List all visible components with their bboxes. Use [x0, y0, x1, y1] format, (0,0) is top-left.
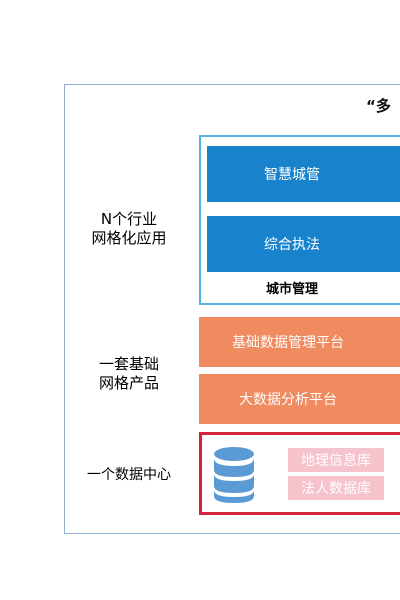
diagram-header: “多	[366, 97, 391, 115]
city-management-caption: 城市管理	[265, 282, 318, 297]
database-icon	[214, 447, 254, 503]
label-base-products: 一套基础 网格产品	[66, 355, 192, 393]
geo-info-db-tag: 地理信息库	[288, 448, 384, 472]
label-data-center: 一个数据中心	[66, 466, 192, 485]
label-line: 一套基础	[98, 355, 159, 373]
label-line: 网格化应用	[91, 229, 167, 247]
comprehensive-enforcement-block: 综合执法	[207, 216, 400, 272]
block-label: 综合执法	[264, 237, 320, 253]
label-industry-applications: N个行业 网格化应用	[66, 210, 192, 248]
label-line: 一个数据中心	[87, 467, 171, 483]
legal-person-db-tag: 法人数据库	[288, 476, 384, 500]
base-data-platform-bar: 基础数据管理平台	[199, 317, 400, 367]
label-line: 网格产品	[98, 374, 159, 392]
smart-city-management-block: 智慧城管	[207, 146, 400, 202]
bar-label: 大数据分析平台	[239, 392, 337, 408]
big-data-platform-bar: 大数据分析平台	[199, 374, 400, 424]
bar-label: 基础数据管理平台	[232, 335, 344, 351]
label-line: N个行业	[100, 210, 158, 228]
block-label: 智慧城管	[264, 167, 320, 183]
